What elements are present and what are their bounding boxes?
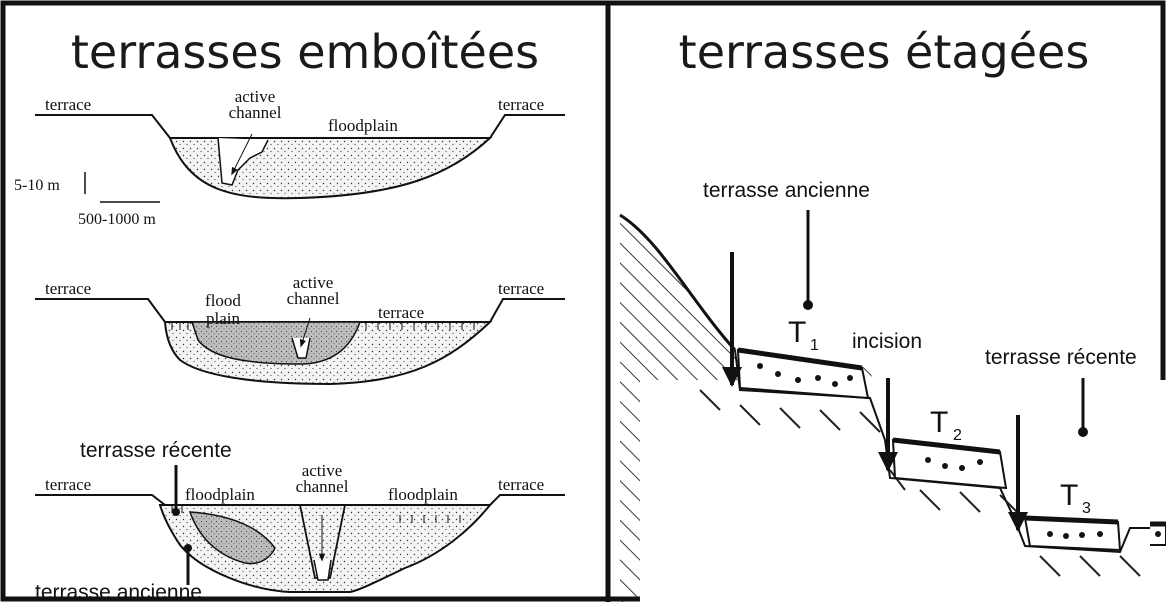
label-channel-1: channel xyxy=(229,103,282,122)
label-terrasse-ancienne: terrasse ancienne xyxy=(703,179,870,202)
label-terrace-right-1: terrace xyxy=(498,95,544,114)
label-t2-sub: 2 xyxy=(953,427,962,444)
label-terrasse-ancienne-3: terrasse ancienne xyxy=(35,581,202,602)
bedrock-mask xyxy=(640,380,1166,602)
label-floodplain-left-3: floodplain xyxy=(185,485,255,504)
recente-dot xyxy=(1078,427,1088,437)
terrace-surface-3 xyxy=(35,495,565,505)
label-floodplain-1: floodplain xyxy=(328,116,398,135)
label-t1-sub: 1 xyxy=(810,337,819,354)
label-terrasse-recente-3: terrasse récente xyxy=(80,439,232,462)
label-t2: T xyxy=(930,406,948,439)
right-panel: terrasses étagées T 1 T 2 T 3 xyxy=(620,25,1166,602)
terrace-edge-gravel xyxy=(1155,531,1161,537)
label-terrace-right-2: terrace xyxy=(498,279,544,298)
label-horizontal-scale: 500-1000 m xyxy=(78,211,156,228)
label-terrace-right-3: terrace xyxy=(498,475,544,494)
label-t3: T xyxy=(1060,479,1078,512)
label-terrace-middle-2: terrace xyxy=(378,303,424,322)
terrace-surface-1 xyxy=(35,115,565,138)
diagram-2: terrace terrace terrace flood plain acti… xyxy=(35,273,565,384)
label-terrace-left-3: terrace xyxy=(45,475,91,494)
label-incision: incision xyxy=(852,330,922,353)
left-panel: terrasses emboîtées terrace terrace acti… xyxy=(14,25,565,602)
label-plain-2: plain xyxy=(206,309,240,328)
recente-dot-3 xyxy=(172,508,180,516)
diagram-3: terrasse récente terrace terrace floodpl… xyxy=(35,439,565,602)
ancienne-dot xyxy=(803,300,813,310)
diagram-1: terrace terrace active channel floodplai… xyxy=(14,87,565,228)
label-t3-sub: 3 xyxy=(1082,500,1091,517)
label-channel-3: channel xyxy=(296,477,349,496)
label-channel-2: channel xyxy=(287,289,340,308)
valley-fill-1 xyxy=(170,138,490,198)
label-flood-2: flood xyxy=(205,291,241,310)
left-panel-title: terrasses emboîtées xyxy=(71,25,539,79)
label-t1: T xyxy=(788,316,806,349)
label-floodplain-right-3: floodplain xyxy=(388,485,458,504)
right-panel-title: terrasses étagées xyxy=(679,25,1090,79)
label-terrace-left-2: terrace xyxy=(45,279,91,298)
label-terrasse-recente: terrasse récente xyxy=(985,346,1137,369)
label-terrace-left-1: terrace xyxy=(45,95,91,114)
label-vertical-scale: 5-10 m xyxy=(14,177,60,194)
